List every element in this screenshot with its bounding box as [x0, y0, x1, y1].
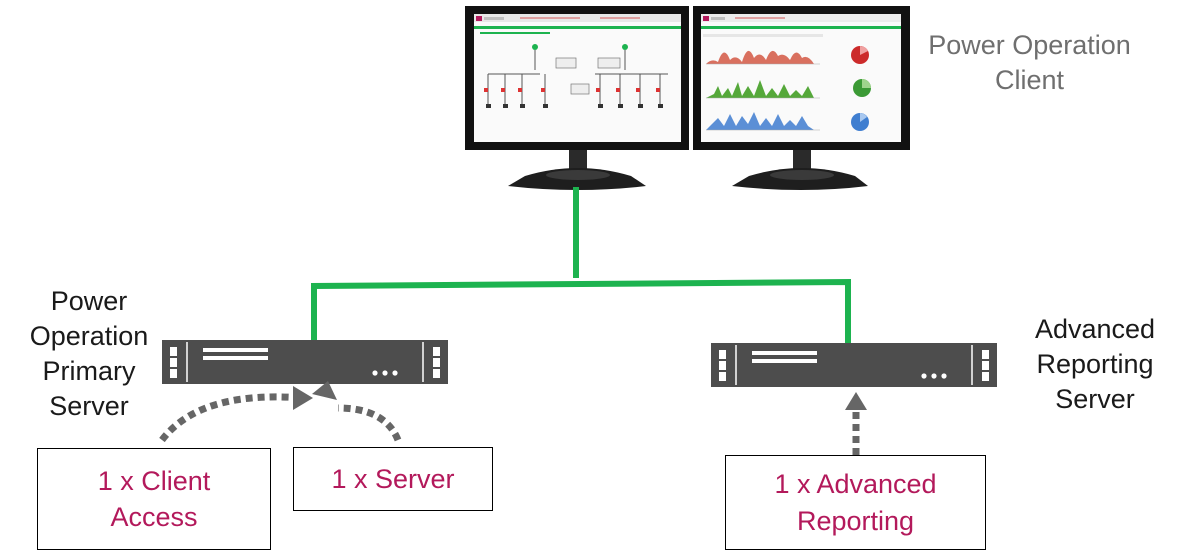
reporting-server-icon [711, 343, 997, 387]
arrow-head-icon [312, 381, 337, 400]
label-reporting-server: Advanced Reporting Server [1034, 314, 1156, 415]
license-advanced-reporting: 1 x Advanced Reporting [725, 455, 986, 550]
monitor-right-icon [693, 6, 910, 190]
license-server: 1 x Server [293, 447, 493, 511]
arrow-head-icon [293, 386, 313, 410]
monitor-left-icon [465, 6, 689, 190]
license-arrow [159, 393, 860, 455]
primary-server-icon [162, 340, 448, 384]
arrow-head-icon [845, 392, 867, 410]
label-client: Power Operation Client [928, 30, 1131, 96]
network-link [311, 187, 851, 348]
license-client-access: 1 x Client Access [37, 448, 271, 550]
label-primary-server: Power Operation Primary Server [29, 286, 149, 422]
